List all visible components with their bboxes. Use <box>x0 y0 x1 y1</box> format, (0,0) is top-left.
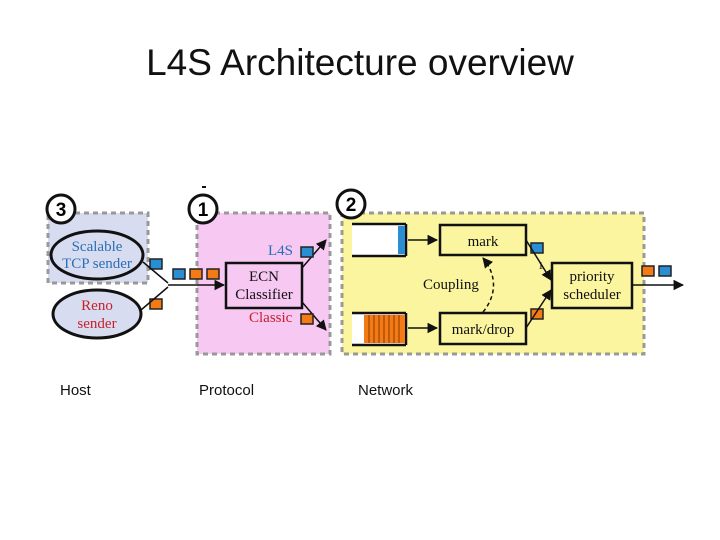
classic-to-scheduler-arrow <box>525 289 552 329</box>
packet-orange-icon <box>149 298 163 310</box>
scalable-flow-arrow <box>142 261 169 284</box>
reno-flow-arrow <box>140 286 169 311</box>
scheduler-label-2: scheduler <box>563 287 620 303</box>
l4s-output-arrow <box>301 239 327 269</box>
host-badge: 3 <box>45 193 77 225</box>
packet-orange-icon <box>530 308 544 320</box>
slide-title: L4S Architecture overview <box>146 42 574 83</box>
protocol-caption: Protocol <box>199 382 255 399</box>
svg-text:1: 1 <box>198 200 209 221</box>
ecn-classifier-label-1: ECN <box>249 269 279 285</box>
classic-label: Classic <box>249 310 293 326</box>
ecn-classifier-node: ECN Classifier <box>224 261 304 310</box>
packet-blue-icon <box>300 246 314 258</box>
packet-orange-icon <box>300 313 314 325</box>
reno-sender-node: Reno sender <box>51 288 143 340</box>
weight-label: 1 <box>538 260 544 272</box>
packet-blue-icon <box>172 268 186 280</box>
network-badge: 2 <box>335 188 367 220</box>
packet-blue-icon <box>658 265 672 277</box>
mark-label: mark <box>468 234 499 250</box>
packet-blue-icon <box>149 258 163 270</box>
scalable-sender-node: Scalable TCP sender <box>49 229 145 281</box>
l4s-label: L4S <box>268 243 293 259</box>
l4s-queue <box>352 222 408 258</box>
protocol-badge: 1 <box>187 193 219 225</box>
svg-text:2: 2 <box>346 195 357 216</box>
reno-sender-label-1: Reno <box>81 298 113 314</box>
network-caption: Network <box>358 382 414 399</box>
mark-drop-node: mark/drop <box>438 311 528 346</box>
host-caption: Host <box>60 382 91 399</box>
l4s-to-scheduler-arrow <box>525 239 552 281</box>
packet-orange-icon <box>189 268 203 280</box>
coupling-arrow <box>482 257 495 313</box>
classic-queue <box>352 311 408 347</box>
classic-output-arrow <box>301 301 327 331</box>
packet-orange-icon <box>641 265 655 277</box>
mark-node: mark <box>438 223 528 257</box>
priority-scheduler-node: priority scheduler <box>550 261 634 310</box>
scheduler-label-1: priority <box>570 269 615 285</box>
ecn-classifier-label-2: Classifier <box>235 287 293 303</box>
svg-text:3: 3 <box>56 200 67 221</box>
coupling-label: Coupling <box>423 277 479 293</box>
mark-drop-label: mark/drop <box>452 322 514 338</box>
packet-orange-icon <box>206 268 220 280</box>
reno-sender-label-2: sender <box>77 316 116 332</box>
scalable-sender-label-1: Scalable <box>72 239 123 255</box>
scalable-sender-label-2: TCP sender <box>62 256 132 272</box>
